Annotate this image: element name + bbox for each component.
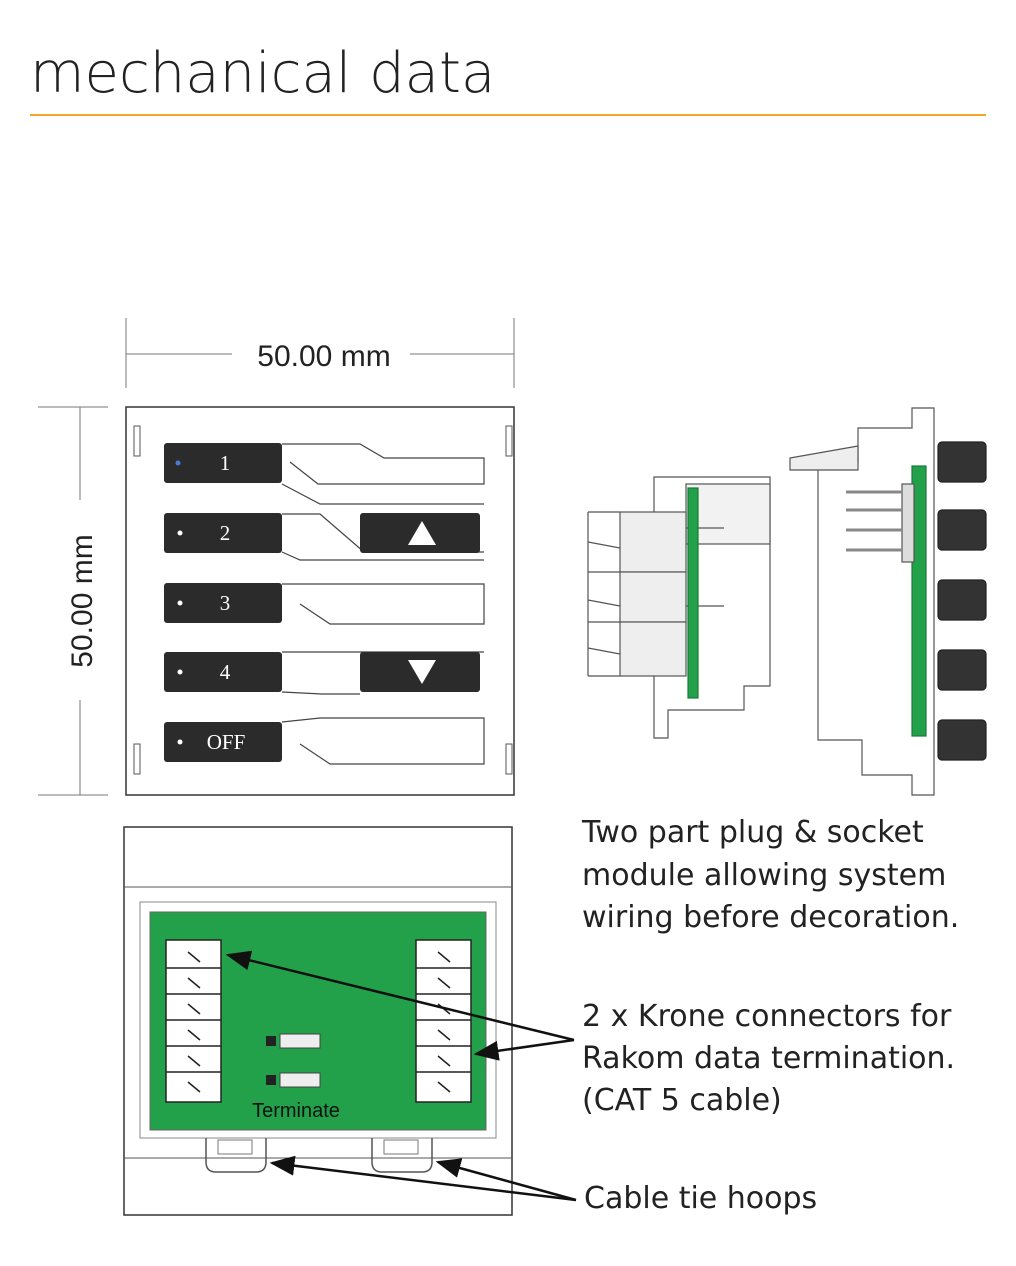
down-arrow-icon <box>408 660 436 684</box>
width-label: 50.00 mm <box>257 340 390 373</box>
krone-connector-right <box>415 939 472 1103</box>
button-label-4: 4 <box>220 660 231 684</box>
button-label-1: 1 <box>220 451 231 475</box>
keypad-button-4[interactable]: 4 <box>164 652 282 692</box>
plug-side-view <box>587 476 771 739</box>
socket-side-view <box>789 407 987 796</box>
width-dimension <box>125 318 515 388</box>
cable-tie-hoop-left <box>205 1138 267 1173</box>
krone-connector-left <box>165 939 222 1103</box>
plug-socket-note-line-2: module allowing system <box>582 858 946 893</box>
height-dimension <box>38 406 108 796</box>
module-rear-view: Terminate <box>123 826 513 1216</box>
terminate-label: Terminate <box>252 1100 340 1122</box>
keypad-button-off[interactable]: OFF <box>164 722 282 762</box>
krone-note-line-2: Rakom data termination. <box>582 1041 955 1076</box>
keypad-button-1[interactable]: 1 <box>164 443 282 483</box>
button-label-3: 3 <box>220 591 231 615</box>
button-label-2: 2 <box>220 521 231 545</box>
keypad-front-view: 1 2 3 4 OFF <box>125 406 515 796</box>
krone-note-line-3: (CAT 5 cable) <box>582 1083 782 1118</box>
button-label-off: OFF <box>207 730 246 754</box>
krone-note-line-1: 2 x Krone connectors for <box>582 999 952 1034</box>
page-title: mechanical data <box>30 41 495 106</box>
cable-tie-hoop-right <box>371 1138 433 1173</box>
up-arrow-icon <box>408 521 436 545</box>
keypad-button-3[interactable]: 3 <box>164 583 282 623</box>
krone-leader-arrows <box>225 950 575 1061</box>
terminate-jumper-1[interactable] <box>266 1033 321 1049</box>
cable-tie-leader-arrows <box>269 1155 577 1202</box>
keypad-button-2[interactable]: 2 <box>164 513 282 553</box>
plug-socket-note-line-1: Two part plug & socket <box>581 815 924 850</box>
terminate-jumper-2[interactable] <box>266 1072 321 1088</box>
lower-button[interactable] <box>360 652 480 692</box>
cable-tie-note: Cable tie hoops <box>584 1181 817 1216</box>
plug-socket-note-line-3: wiring before decoration. <box>582 900 959 935</box>
raise-button[interactable] <box>360 513 480 553</box>
height-label: 50.00 mm <box>66 534 99 667</box>
